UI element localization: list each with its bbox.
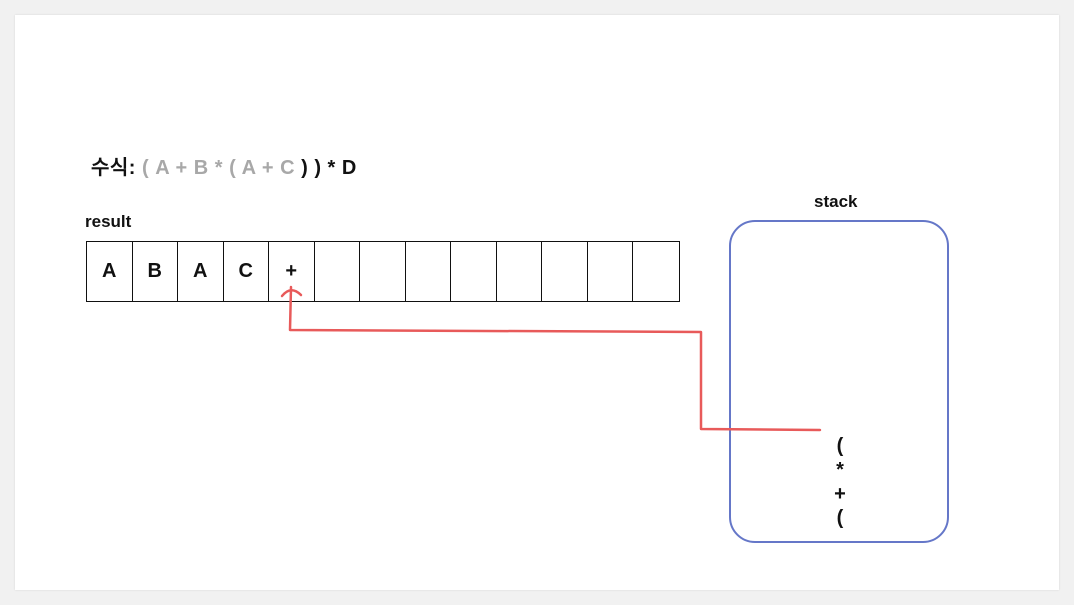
pop-arrow-line — [288, 285, 822, 432]
expression: 수식: ( A + B * ( A + C ) ) * D — [91, 151, 357, 180]
expression-token: + — [255, 157, 275, 179]
expression-token: * — [321, 157, 336, 179]
result-cell: + — [269, 242, 315, 301]
stack-item: ( — [836, 435, 844, 457]
pop-arrow-head — [280, 289, 303, 298]
slide-canvas — [15, 15, 1059, 590]
result-label: result — [85, 212, 132, 231]
expression-token: ( — [142, 157, 150, 179]
stack-label: stack — [814, 192, 858, 211]
result-cell: B — [133, 242, 178, 301]
expression-token: ) — [295, 157, 309, 179]
result-cell — [588, 242, 633, 301]
result-cell: C — [224, 242, 269, 301]
expression-tokens: ( A + B * ( A + C ) ) * D — [142, 157, 357, 179]
expression-token: ) — [308, 157, 322, 179]
result-cell: A — [178, 242, 224, 301]
result-cell — [451, 242, 497, 301]
expression-token: C — [274, 157, 296, 179]
expression-label: 수식: — [91, 157, 136, 179]
stack-items: (*+( — [826, 434, 854, 530]
expression-token: D — [335, 157, 357, 179]
stack-item: * — [836, 459, 844, 481]
result-cell — [315, 242, 360, 301]
result-cell: A — [87, 242, 133, 301]
expression-token: + — [169, 157, 188, 179]
result-cell — [406, 242, 451, 301]
expression-token: ( — [223, 157, 237, 179]
stack-item: ( — [836, 507, 844, 529]
result-cell — [360, 242, 406, 301]
stack-item: + — [834, 483, 846, 505]
stack-container — [729, 220, 949, 543]
result-cell — [497, 242, 542, 301]
expression-token: B — [187, 157, 209, 179]
result-cell — [542, 242, 588, 301]
expression-token: A — [149, 157, 170, 179]
expression-token: A — [236, 157, 256, 179]
expression-token: * — [208, 157, 224, 179]
